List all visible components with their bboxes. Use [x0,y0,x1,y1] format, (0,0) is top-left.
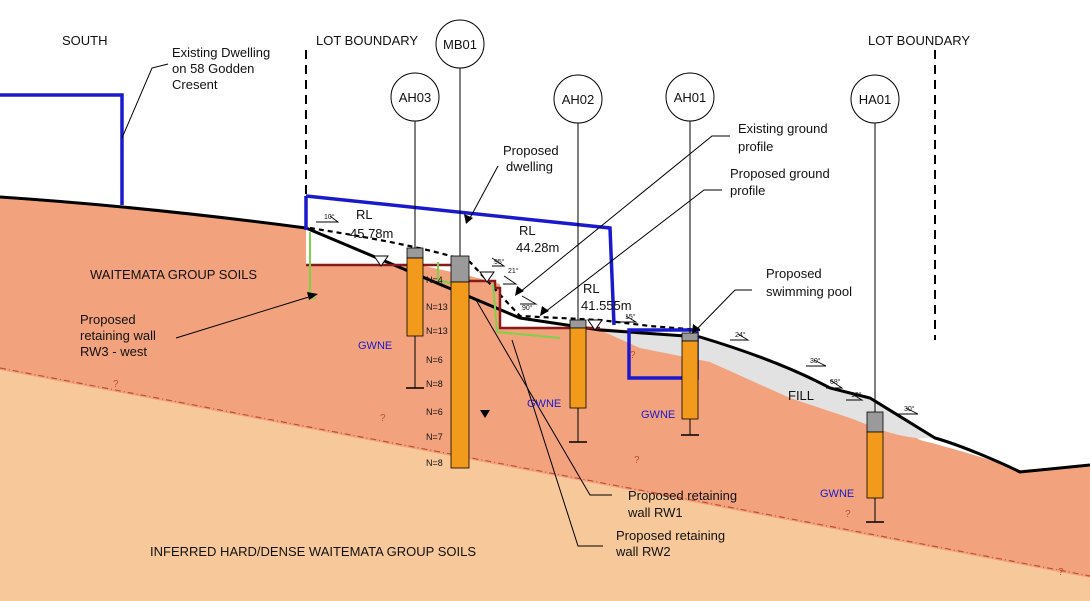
slope-label: 15° [625,313,636,321]
lower-soil-layer [0,370,1090,601]
spt-value: N=13 [426,302,448,312]
gwne-label: GWNE [527,398,561,410]
lot-boundary-right-heading: LOT BOUNDARY [868,33,970,48]
existing-dwelling-outline [0,93,124,205]
spt-value: N=8 [426,379,443,389]
existing-ground-dashed [309,226,701,332]
borehole-label-ha01: HA01 [859,92,892,107]
groundwater-level-icon [480,410,490,418]
proposed-dwelling-label: Proposed [503,143,559,158]
inferred-boundary-line [0,367,1090,577]
swimming-pool-label: swimming pool [766,284,852,299]
leader-arrowheads [307,214,700,334]
rw3-label: Proposed [80,312,136,327]
rw2-label: wall RW2 [615,544,671,559]
existing-dwelling-label: on 58 Godden [172,61,254,76]
borehole-ah02 [553,74,603,443]
uncertain-mark: ? [113,379,119,390]
rl-value: 41.555m [581,298,632,313]
existing-ground-profile [0,195,1090,474]
slope-label: 30° [904,405,915,413]
rw3-label: retaining wall [80,328,156,343]
spt-value: N=4 [426,275,443,285]
water-level-icon [373,255,389,267]
proposed-ground-label: Proposed ground [730,166,830,181]
slope-label: 95° [494,258,505,266]
slope-label: 10° [851,391,862,399]
spt-value: N=7 [426,432,443,442]
borehole-label-ah03: AH03 [399,90,432,105]
fill-wedge [600,330,935,439]
slope-label: 10° [324,213,335,221]
uncertain-mark: ? [380,413,386,424]
rl-label: RL [583,281,600,296]
rw1-label: wall RW1 [627,505,683,520]
uncertain-mark: ? [845,509,851,520]
borehole-mb01 [435,19,485,469]
lot-boundary-left-heading: LOT BOUNDARY [316,33,418,48]
south-heading: SOUTH [62,33,108,48]
rl-value: 44.28m [516,240,559,255]
slope-label: 30° [810,357,821,365]
retaining-wall-rw2 [492,283,561,339]
slope-symbols [316,215,919,415]
slope-label: 68° [830,378,841,386]
rl-label: RL [519,223,536,238]
existing-dwelling-label: Existing Dwelling [172,45,270,60]
upper-soil-label: WAITEMATA GROUP SOILS [90,267,257,282]
existing-dwelling-label: Cresent [172,77,218,92]
spt-value: N=6 [426,407,443,417]
lower-soil-label: INFERRED HARD/DENSE WAITEMATA GROUP SOIL… [150,544,476,559]
upper-soil-layer [0,197,1090,578]
borehole-ha01 [850,74,900,523]
borehole-ah03 [390,72,440,389]
gwne-label: GWNE [820,488,854,500]
proposed-ground-label: profile [730,183,765,198]
borehole-label-ah01: AH01 [674,90,707,105]
borehole-label-ah02: AH02 [562,92,595,107]
gwne-label: GWNE [358,340,392,352]
uncertain-mark: ? [634,455,640,466]
borehole-label-mb01: MB01 [443,37,477,52]
rw2-label: Proposed retaining [616,528,725,543]
borehole-ah01 [665,72,715,436]
spt-value: N=13 [426,326,448,336]
slope-label: 90° [522,304,533,312]
existing-ground-label: Existing ground [738,121,828,136]
spt-value: N=6 [426,355,443,365]
rw3-label: RW3 - west [80,344,147,359]
slope-label: 24° [735,331,746,339]
water-level-icon [479,271,495,283]
swimming-pool-label: Proposed [766,266,822,281]
leader-lines [121,63,752,547]
slope-label: 21° [508,267,519,275]
gwne-label: GWNE [641,409,675,421]
proposed-dwelling-outline [304,194,616,326]
uncertain-mark: ? [1058,567,1064,578]
rl-label: RL [356,207,373,222]
spt-value: N=8 [426,458,443,468]
rl-value: 45.78m [350,226,393,241]
existing-ground-label: profile [738,139,773,154]
uncertain-mark: ? [630,350,636,361]
water-level-icon [587,319,603,331]
rw1-label: Proposed retaining [628,488,737,503]
fill-label: FILL [788,388,814,403]
proposed-dwelling-label: dwelling [506,159,553,174]
